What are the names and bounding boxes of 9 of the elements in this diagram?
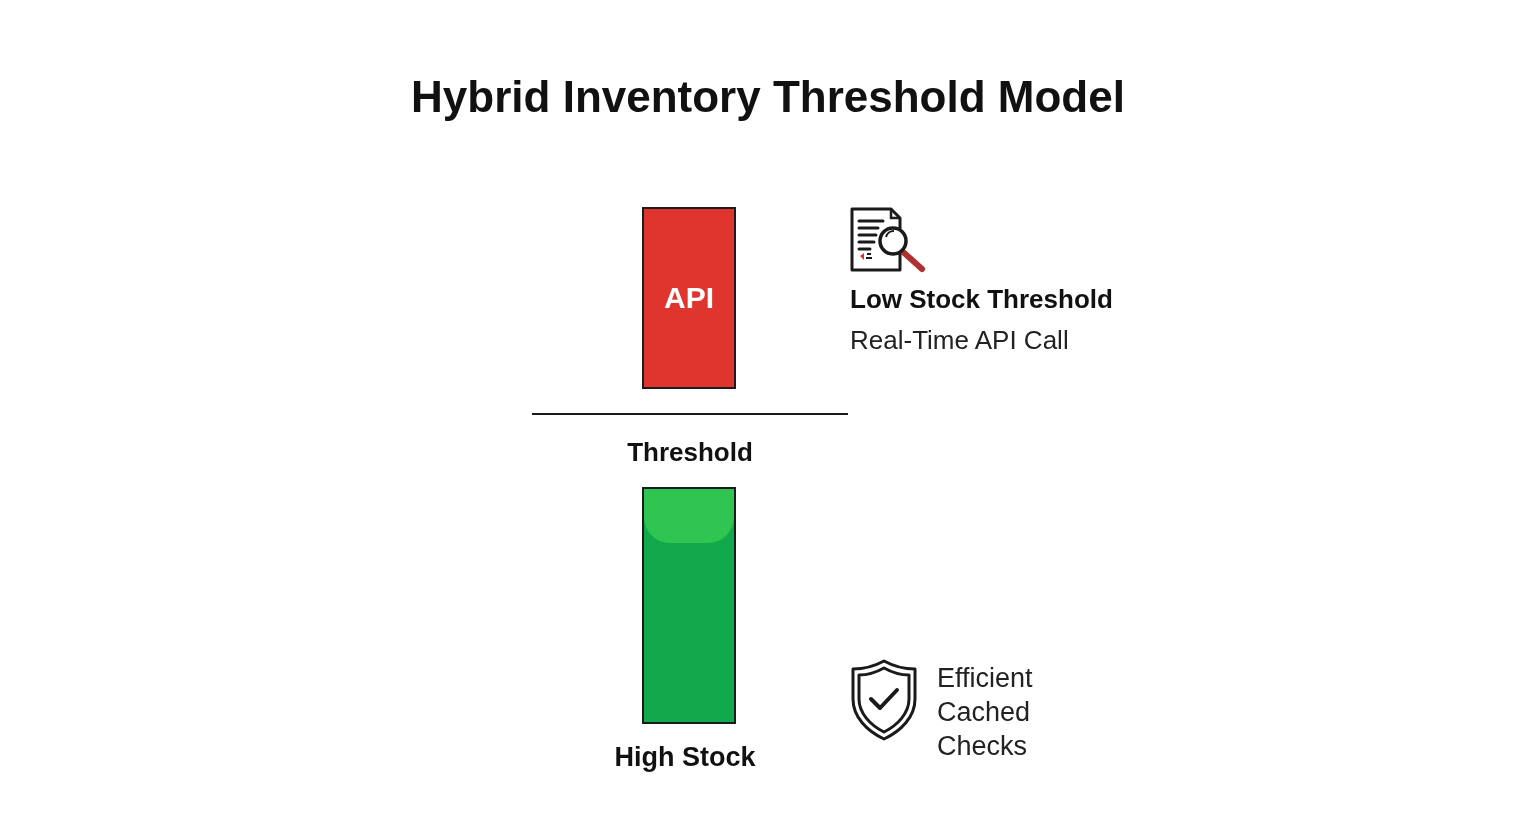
stock-bar [642, 487, 736, 724]
label-text: Real-Time API Call [850, 324, 1070, 357]
diagram-title: Hybrid Inventory Threshold Model [410, 71, 1126, 123]
label-text: Efficient Cached Checks [937, 662, 1034, 763]
stock-bar [642, 207, 736, 389]
bar-label: API [664, 281, 714, 315]
threshold-label: Threshold [626, 436, 754, 469]
label-heading: Low Stock Threshold [850, 283, 1114, 316]
bar-caption: High Stock [613, 741, 757, 774]
